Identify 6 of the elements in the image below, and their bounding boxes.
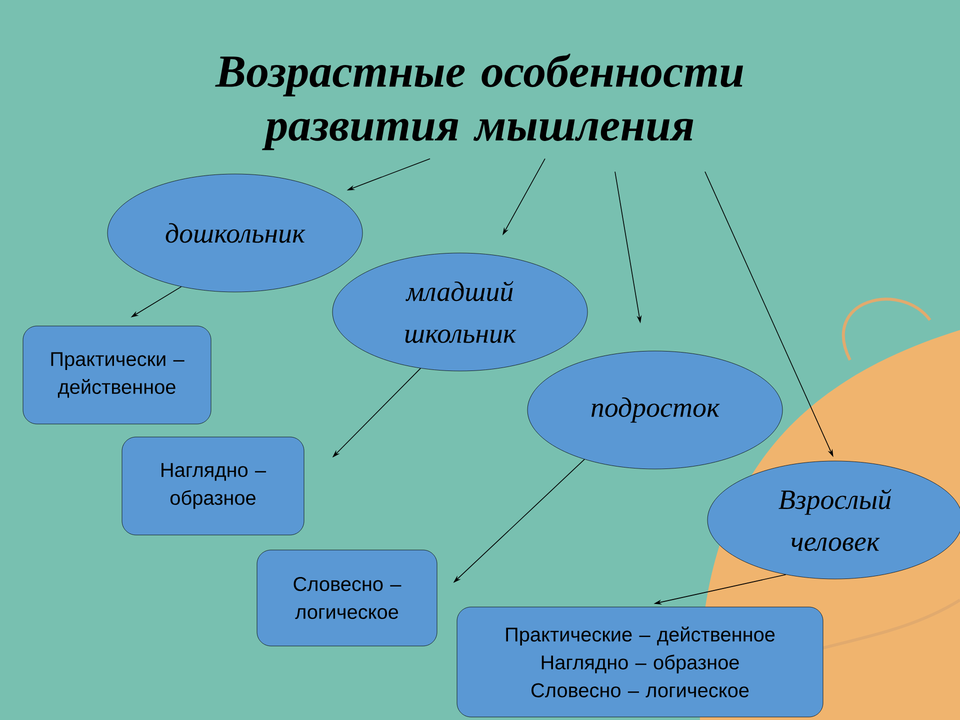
node-label: Взрослый человек — [778, 489, 892, 551]
thinking-type-box: Наглядно – образное — [122, 436, 304, 536]
title: Возрастные особенности развития мышления — [215, 54, 744, 150]
thinking-type-box: Практически – действенное — [22, 326, 212, 424]
thinking-type-box: Словесно – логическое — [256, 550, 438, 646]
thinking-type-box: Практические – действенное Наглядно – образное Словесно – логическое — [456, 606, 824, 718]
